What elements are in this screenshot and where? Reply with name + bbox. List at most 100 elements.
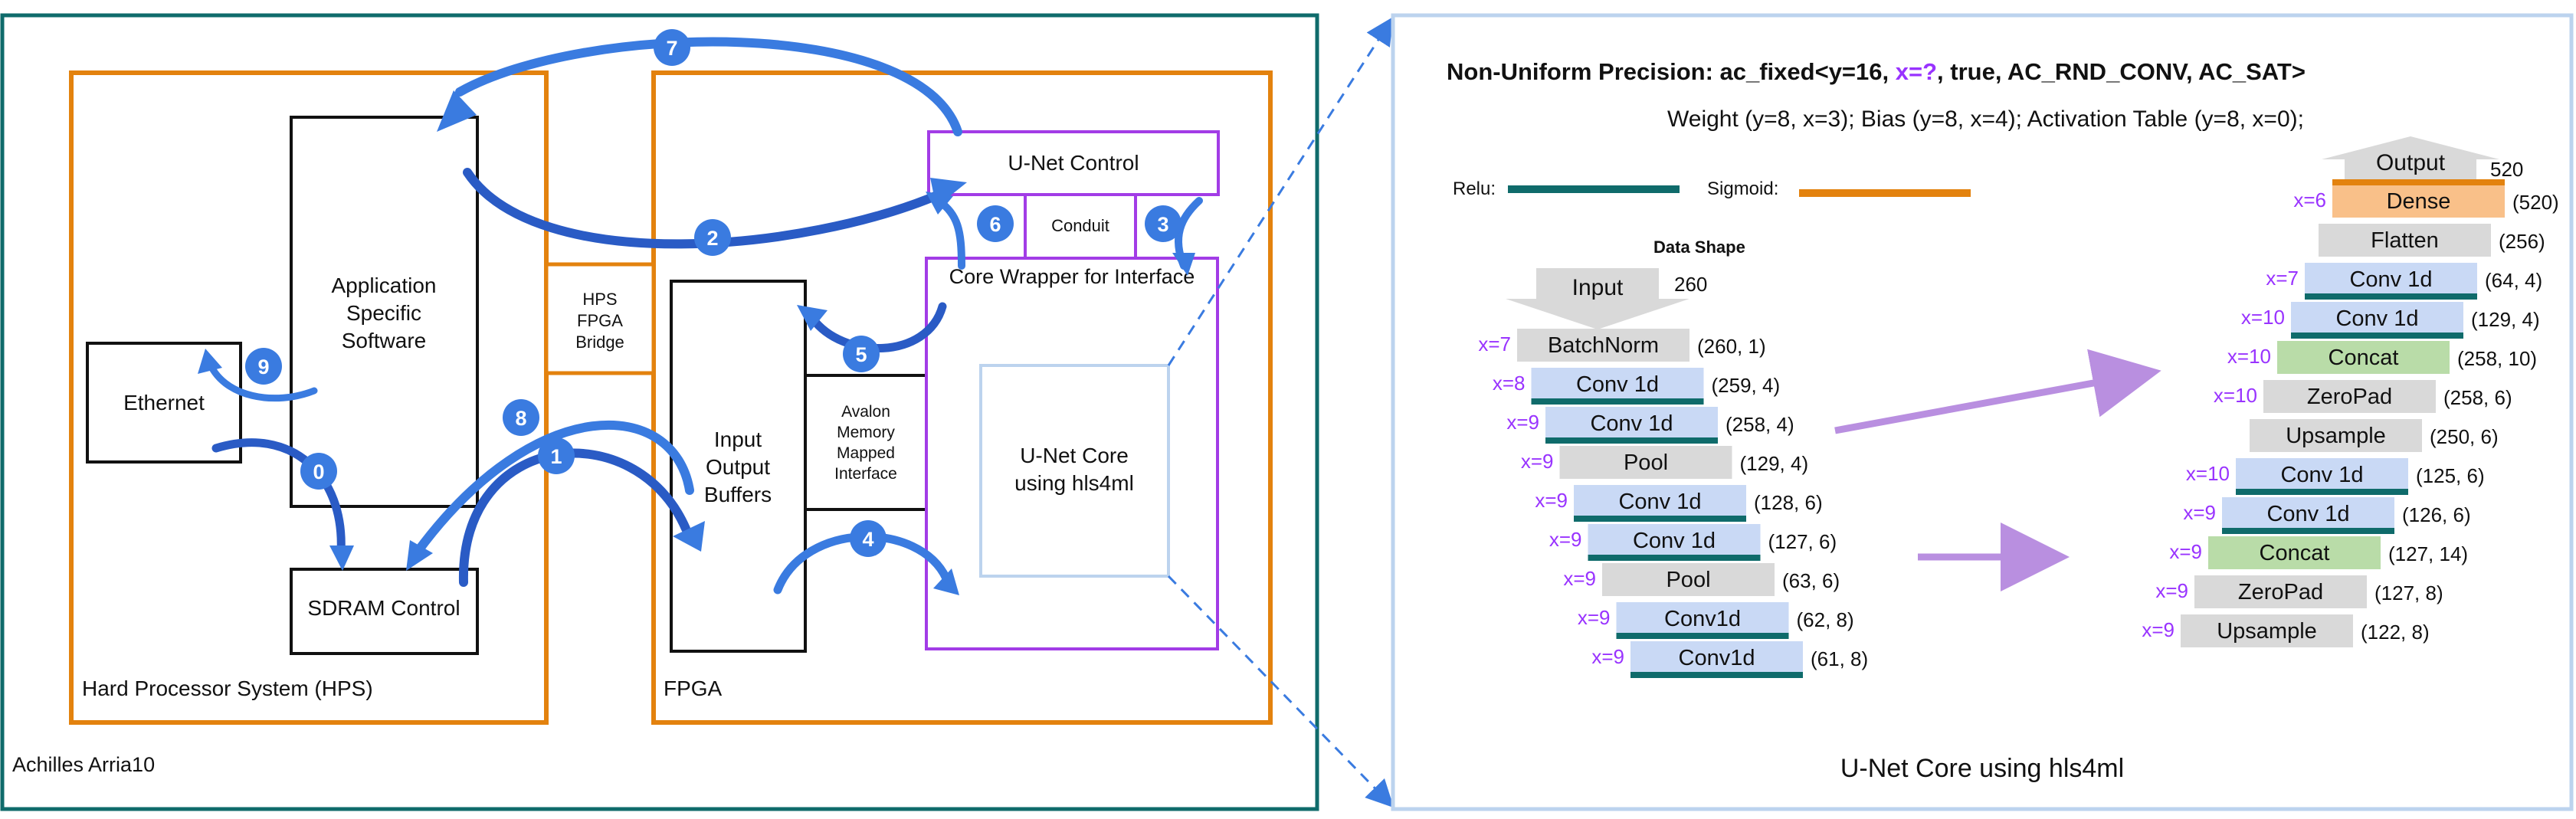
svg-text:2: 2 [706,227,718,250]
layer-shape: (127, 6) [1768,530,1837,553]
sdram-label: SDRAM Control [307,596,460,620]
io-buffers-box [670,280,807,653]
relu-legend-label: Relu: [1453,179,1496,199]
layer-box [2194,575,2367,608]
step-badge-0: 0 [300,453,337,490]
skip-connection-upper [1834,349,2161,434]
layer-box [1531,368,1704,401]
layer-box [1559,446,1732,479]
relu-bar [1616,633,1789,639]
precision-detail: Weight (y=8, x=3); Bias (y=8, x=4); Acti… [1667,106,2304,132]
arrow-5 [808,302,947,352]
avalon-line-4: Interface [834,465,897,483]
layer-box [1602,563,1775,596]
arrow-2 [463,168,947,249]
io-buffers-line-3: Buffers [704,483,772,506]
layer-zeropad: ZeroPad x=9 (127, 8) [2155,575,2443,608]
layer-shape: (64, 4) [2485,269,2542,292]
output-node: Output 520 [2322,136,2523,184]
sigmoid-legend-label: Sigmoid: [1707,179,1778,199]
layer-precision: x=9 [1549,528,1582,551]
layer-precision: x=7 [2266,267,2299,290]
step-badge-6: 6 [977,205,1014,242]
step-badge-1: 1 [538,437,575,474]
layer-precision: x=9 [2169,540,2202,563]
ethernet-label: Ethernet [123,391,205,414]
arrow-3-head [1172,253,1195,276]
layer-shape: (61, 8) [1811,647,1868,670]
unet-control-box [927,130,1220,196]
arrow-9-head [198,349,222,374]
layer-shape: (122, 8) [2361,621,2430,644]
arrow-0-head [329,545,354,571]
layer-label: ZeroPad [2307,385,2392,409]
layer-upsample: Upsample(250, 6) [2250,419,2499,452]
layer-box [2250,419,2422,452]
relu-bar [1531,398,1704,405]
relu-bar [2305,293,2477,300]
layer-label: Dense [2387,189,2451,214]
fpga-frame [651,70,1273,725]
layer-label: Upsample [2217,619,2317,644]
sigmoid-bar [2332,179,2505,185]
input-label: Input [1572,275,1624,300]
arrow-5-head [797,305,828,331]
layer-conv-1d: Conv 1dx=9(128, 6) [1535,485,1823,522]
app-software-line-2: Specific [346,301,421,325]
layer-shape: (250, 6) [2430,425,2499,448]
layer-label: Conv 1d [2335,306,2418,331]
layer-box [2181,614,2353,647]
bridge-line-1: HPS [582,290,617,309]
layer-precision: x=9 [1535,489,1568,512]
layer-box [2277,341,2450,374]
layer-upsample: Upsample x=9 (122, 8) [2142,614,2430,647]
relu-bar [2236,489,2408,495]
zoom-line-bottom [1167,575,1395,808]
layer-box [2332,185,2505,218]
layer-precision: x=9 [2155,579,2188,602]
relu-bar [1588,555,1761,561]
relu-bar [2222,528,2394,534]
layer-precision: x=10 [2186,462,2230,485]
zoom-line-top [1167,16,1394,366]
layer-precision: x=9 [1578,606,1611,629]
arrow-7 [455,37,962,136]
layer-precision: x=7 [1478,333,1511,355]
svg-text:3: 3 [1157,213,1168,236]
layer-box [1630,641,1803,674]
bridge-box [544,262,656,375]
hps-label: Hard Processor System (HPS) [82,676,373,700]
layer-shape: (258, 10) [2457,347,2537,370]
hps-frame [69,70,549,725]
input-shape: 260 [1674,273,1707,296]
arrow-9 [205,356,318,402]
svg-text:1: 1 [550,445,562,468]
layer-shape: (125, 6) [2416,464,2485,487]
step-badge-3: 3 [1145,205,1181,242]
layer-box [1574,485,1746,518]
layer-shape: (259, 4) [1712,374,1781,397]
step-badge-4: 4 [850,520,887,557]
relu-bar [2291,333,2463,339]
app-software-line-1: Application [332,274,437,297]
avalon-box [804,374,928,511]
layer-precision: x=10 [2241,306,2285,329]
svg-text:0: 0 [313,460,324,483]
layer-label: Conv1d [1679,646,1755,670]
layer-shape: (258, 4) [1726,413,1794,436]
layer-shape: (127, 8) [2374,581,2443,604]
layer-precision: x=10 [2214,384,2257,407]
layer-precision: x=9 [2142,618,2175,641]
layer-conv-1d: Conv 1dx=10(129, 4) [2241,302,2540,339]
layer-conv-1d: Conv 1dx=10(125, 6) [2186,458,2485,495]
step-badge-8: 8 [503,399,539,436]
layer-conv-1d: Conv 1dx=8(259, 4) [1493,368,1780,405]
layer-label: ZeroPad [2238,580,2323,604]
output-shape: 520 [2490,158,2523,181]
layer-box [2222,497,2394,530]
